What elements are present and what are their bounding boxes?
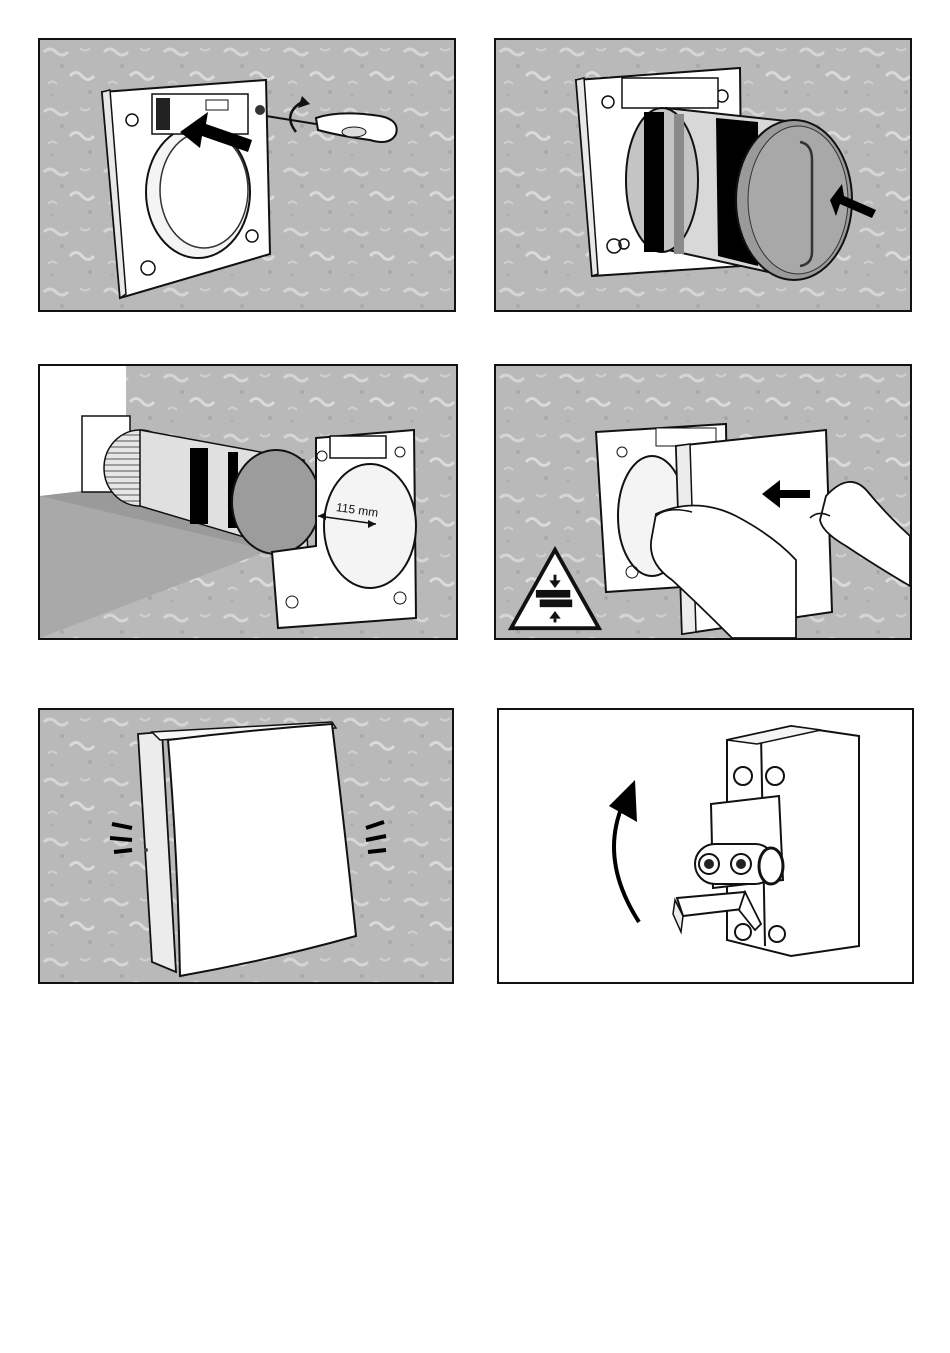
duct-length-icon <box>40 366 456 638</box>
clip-cover-icon <box>40 710 452 982</box>
hand-crush-warning-icon <box>506 546 604 632</box>
step-2-panel <box>494 38 912 312</box>
insert-duct-icon <box>496 40 910 310</box>
step-4-panel <box>494 364 912 640</box>
step-1-panel <box>38 38 456 312</box>
switch-breaker-on-icon <box>499 710 912 982</box>
screwdriver-terminal-icon <box>40 40 454 310</box>
step-6-panel <box>497 708 914 984</box>
step-5-panel <box>38 708 454 984</box>
step-3-panel: 115 mm <box>38 364 458 640</box>
